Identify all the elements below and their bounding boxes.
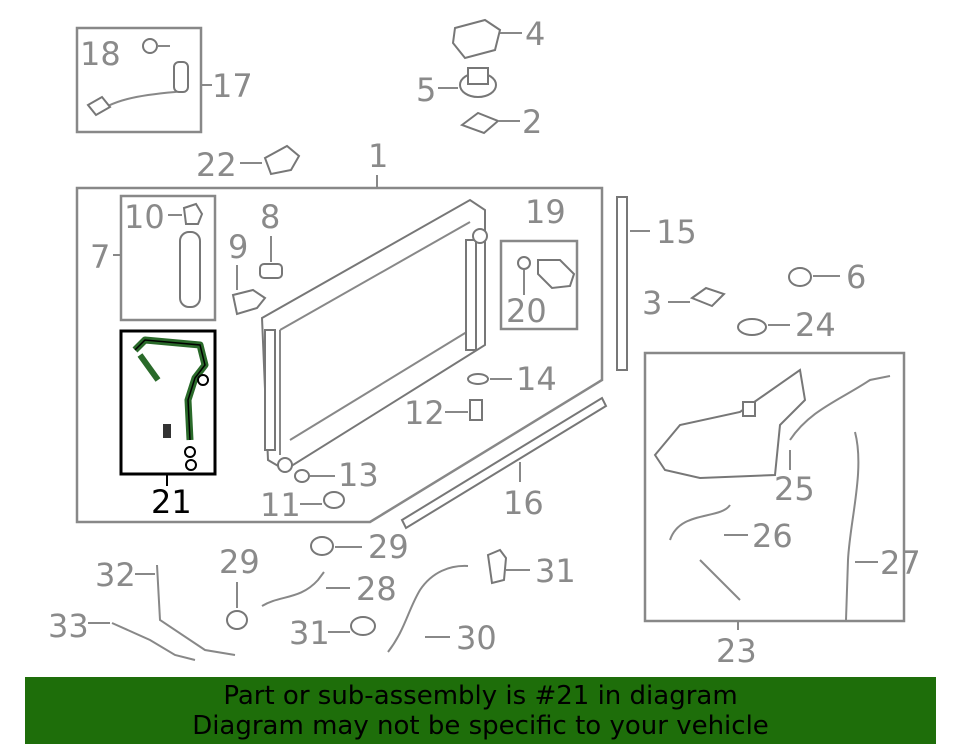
callout-13[interactable]: 13 — [338, 456, 379, 494]
callout-29-left[interactable]: 29 — [219, 543, 260, 581]
callout-29-top[interactable]: 29 — [368, 528, 409, 566]
callout-16[interactable]: 16 — [503, 484, 544, 522]
seal-15 — [616, 196, 628, 371]
part-21-transmission-cooler-line — [119, 329, 217, 486]
callout-21[interactable]: 21 — [151, 483, 192, 521]
grommet-6 — [788, 267, 812, 287]
callout-10[interactable]: 10 — [124, 198, 165, 236]
clamp-29-top — [310, 536, 334, 556]
fitting-group — [499, 239, 579, 331]
callout-1[interactable]: 1 — [368, 137, 388, 175]
callout-5[interactable]: 5 — [416, 71, 436, 109]
reservoir-group — [643, 351, 906, 630]
washer-14 — [467, 373, 489, 385]
callout-8[interactable]: 8 — [260, 198, 280, 236]
callout-25[interactable]: 25 — [774, 470, 815, 508]
drier-group — [113, 194, 217, 322]
callout-15[interactable]: 15 — [656, 213, 697, 251]
grommet-13 — [294, 469, 310, 483]
callout-19[interactable]: 19 — [525, 193, 566, 231]
callout-18[interactable]: 18 — [80, 35, 121, 73]
callout-9[interactable]: 9 — [228, 228, 248, 266]
pipe-32 — [156, 564, 236, 656]
cap-parts-group — [438, 18, 522, 135]
callout-28[interactable]: 28 — [356, 570, 397, 608]
clip-8 — [259, 263, 283, 279]
hose-30 — [387, 564, 469, 653]
callout-24[interactable]: 24 — [795, 306, 836, 344]
callout-33[interactable]: 33 — [48, 607, 89, 645]
clamp-31-top — [486, 548, 508, 585]
bolt-12 — [469, 399, 483, 421]
clamp-31-bottom — [350, 616, 376, 636]
callout-31-top[interactable]: 31 — [535, 552, 576, 590]
callout-23[interactable]: 23 — [716, 632, 757, 670]
banner-line-1: Part or sub-assembly is #21 in diagram — [223, 681, 738, 711]
callout-2[interactable]: 2 — [522, 103, 542, 141]
sensor-harness-group — [75, 26, 212, 134]
callout-3[interactable]: 3 — [642, 284, 662, 322]
callout-14[interactable]: 14 — [516, 360, 557, 398]
callout-27[interactable]: 27 — [880, 544, 921, 582]
callout-30[interactable]: 30 — [456, 619, 497, 657]
callout-31-bottom[interactable]: 31 — [289, 614, 330, 652]
callout-22[interactable]: 22 — [196, 146, 237, 184]
info-banner: Part or sub-assembly is #21 in diagram D… — [25, 677, 936, 744]
cap-24 — [737, 318, 767, 336]
hose-28 — [261, 571, 325, 607]
callout-17[interactable]: 17 — [212, 67, 253, 105]
callout-11[interactable]: 11 — [260, 486, 301, 524]
callout-20[interactable]: 20 — [506, 292, 547, 330]
nut-3 — [689, 286, 726, 308]
callout-7[interactable]: 7 — [90, 238, 110, 276]
callout-4[interactable]: 4 — [525, 15, 545, 53]
clamp-29-left — [226, 610, 248, 630]
pipe-33 — [111, 622, 196, 661]
callout-6[interactable]: 6 — [846, 258, 866, 296]
mount-11 — [323, 491, 345, 509]
bracket-9 — [231, 288, 267, 316]
seal-16 — [400, 396, 608, 530]
callout-12[interactable]: 12 — [404, 394, 445, 432]
callout-32[interactable]: 32 — [95, 556, 136, 594]
callout-26[interactable]: 26 — [752, 517, 793, 555]
hose-27 — [845, 431, 860, 621]
radiator-cap — [263, 144, 301, 176]
banner-line-2: Diagram may not be specific to your vehi… — [192, 711, 769, 741]
radiator-assembly-panel — [75, 175, 604, 524]
